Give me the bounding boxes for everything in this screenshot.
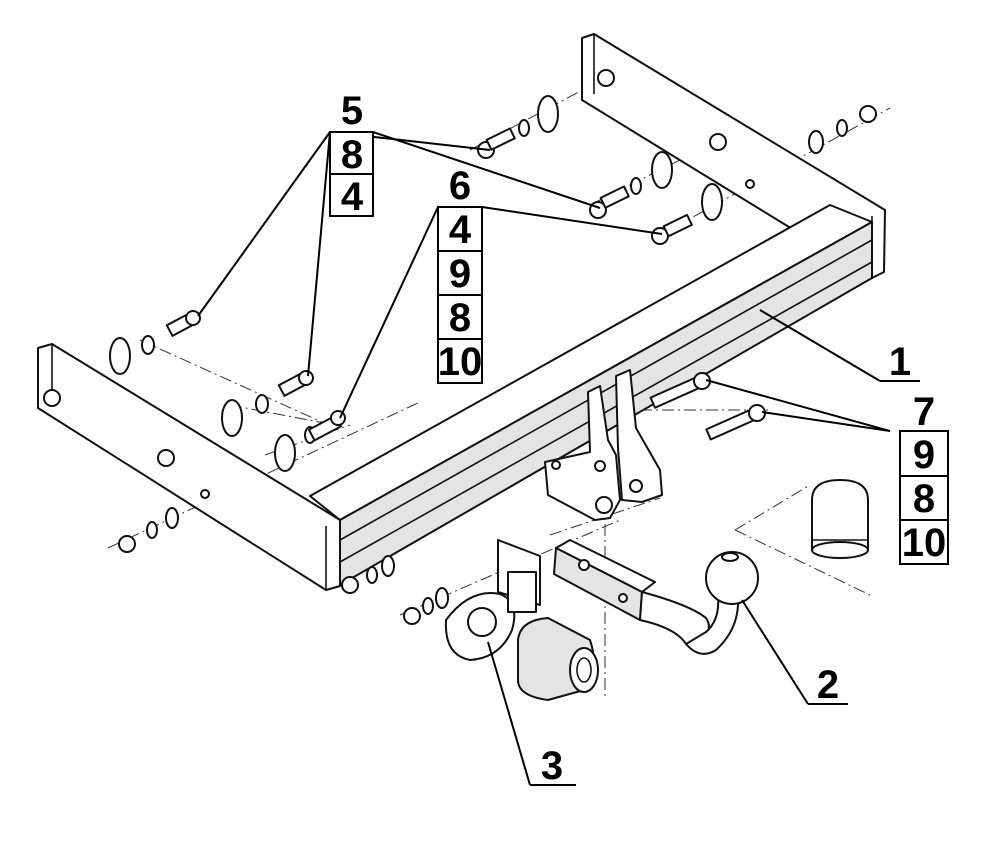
- stack-c-label-3: 10: [902, 521, 947, 565]
- stack-c-label-1: 9: [913, 433, 935, 477]
- stack-b-label-4: 10: [438, 340, 483, 384]
- tow-ball-neck: [553, 539, 759, 655]
- callout-label-3: 3: [541, 744, 563, 788]
- ball-cover-cap: [811, 479, 869, 559]
- stack-b-label-3: 8: [449, 296, 471, 340]
- stack-b-label-0: 6: [449, 164, 471, 208]
- ball-mount-plates: [544, 369, 663, 521]
- stack-a-label-1: 8: [341, 133, 363, 177]
- callout-stack-a: 5 8 4: [329, 89, 374, 219]
- hardware-left-bracket: [109, 310, 395, 594]
- leader-lines: [197, 131, 920, 786]
- stack-c-label-0: 7: [913, 390, 935, 434]
- stack-a-label-0: 5: [341, 89, 363, 133]
- mount-plate-front: [615, 369, 663, 503]
- callout-label-1: 1: [889, 340, 911, 384]
- callout-label-2: 2: [817, 663, 839, 707]
- callout-stack-b: 6 4 9 8 10: [437, 164, 483, 384]
- stack-a-label-2: 4: [341, 175, 364, 219]
- cross-member-frame: [37, 33, 886, 591]
- callout-3: 3: [541, 744, 563, 788]
- stack-b-label-1: 4: [449, 208, 472, 252]
- hardware-right-bracket: [477, 95, 877, 245]
- mount-plate-rear: [544, 385, 621, 521]
- callout-1: 1: [889, 340, 911, 384]
- socket-assembly: [403, 539, 599, 701]
- callout-stack-c: 7 9 8 10: [899, 390, 949, 565]
- tow-ball: [705, 551, 759, 605]
- stack-b-label-2: 9: [449, 252, 471, 296]
- callout-2: 2: [817, 663, 839, 707]
- stack-c-label-2: 8: [913, 477, 935, 521]
- hardware-mount-bolts: [649, 372, 766, 441]
